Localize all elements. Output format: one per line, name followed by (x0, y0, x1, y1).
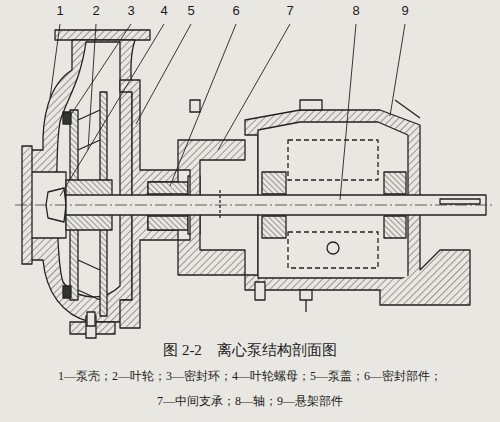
callout-number: 7 (284, 4, 295, 19)
callout-number: 3 (125, 4, 136, 19)
leader-lines (50, 24, 405, 200)
callout-number: 9 (399, 4, 410, 19)
bolts (87, 100, 265, 326)
center-line (15, 205, 495, 206)
parts-list: 1—泵壳；2—叶轮；3—密封环；4—叶轮螺母；5—泵盖；6—密封部件； (58, 370, 442, 384)
parts-list: 7—中间支承；8—轴；9—悬架部件 (157, 395, 343, 409)
callout-number: 8 (350, 4, 361, 19)
pump-casing (22, 30, 150, 338)
callout-number: 5 (185, 4, 196, 19)
callout-number: 4 (158, 4, 169, 19)
callout-number: 6 (230, 4, 241, 19)
callout-number: 1 (54, 4, 65, 19)
figure-caption: 图 2-2 离心泵结构剖面图 (163, 342, 337, 359)
callout-number: 2 (90, 4, 101, 19)
